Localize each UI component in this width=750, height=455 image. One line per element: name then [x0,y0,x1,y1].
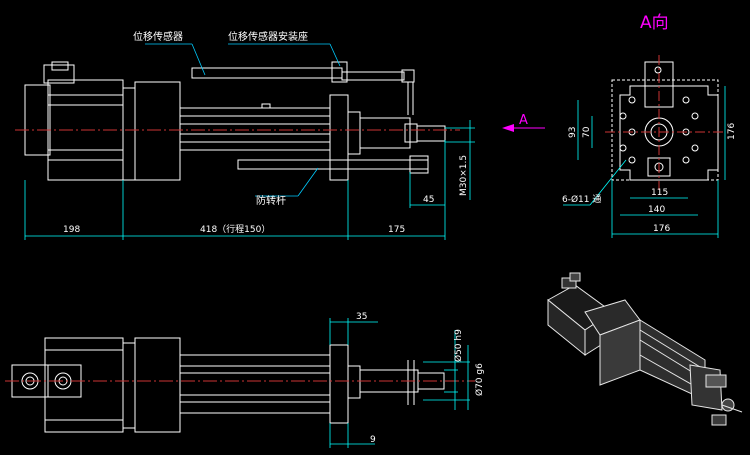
callout-anti-rotation-rod: 防转杆 [256,194,286,207]
body-tube [179,107,331,151]
mount-hole [682,156,690,164]
rod-thread [416,125,446,142]
dim-end-h-inner: 93 [568,127,578,138]
side-view-dimensions [24,120,475,240]
dim-end-h-outer: 176 [727,123,737,140]
mount-hole [682,96,690,104]
side-view [15,61,460,181]
dim-top-dia-50: Ø50 h9 [453,329,464,362]
sensor-rod [341,71,405,81]
gearbox-top [134,337,181,433]
mount-hole [628,156,636,164]
callout-sensor: 位移传感器 [133,30,183,43]
callout-leaders [145,43,341,197]
motor-connector-cap [51,61,69,71]
dim-top-dia-70: Ø70 g6 [474,363,485,396]
motor-top [44,337,124,433]
dim-end-w-176: 176 [653,224,670,234]
dim-end-w-140: 140 [648,205,665,215]
top-view-dimensions [329,318,470,448]
dim-end-h-small: 70 [582,126,592,138]
motor-flange [122,87,136,181]
dim-side-body-len: 418（行程150） [200,223,270,235]
end-view-dimensions [563,86,726,238]
dim-end-holes: 6-Ø11 通 [562,194,601,205]
view-arrow-label: A [519,113,528,128]
front-flange-top [329,344,349,424]
view-a-label: A向 [640,13,669,33]
dim-end-w-115: 115 [651,188,668,198]
end-view [605,55,725,190]
callout-sensor-mount: 位移传感器安装座 [228,30,308,43]
dim-side-rod-len: 175 [388,225,405,235]
gearbox-block [134,81,181,181]
dim-top-offset: 9 [370,435,376,445]
anti-rotation-rod [237,159,429,170]
view-arrow-a [502,124,545,132]
motor-connector [43,64,75,84]
iso-view [547,272,743,426]
piston-rod [359,117,411,149]
body-tube-top [179,354,331,414]
motor-rear-cap [24,84,51,156]
mount-hole [628,96,636,104]
front-collar [347,111,361,155]
sensor-body [191,67,343,79]
dim-side-thread-len: 45 [423,195,434,205]
dim-top-flange-w: 35 [356,312,367,322]
top-view [5,337,475,433]
anti-rotation-end [409,155,429,174]
dim-side-motor-len: 198 [63,225,80,235]
dim-side-thread: M30×1.5 [459,155,469,196]
rod-end-block [404,123,418,143]
front-flange [329,94,349,181]
